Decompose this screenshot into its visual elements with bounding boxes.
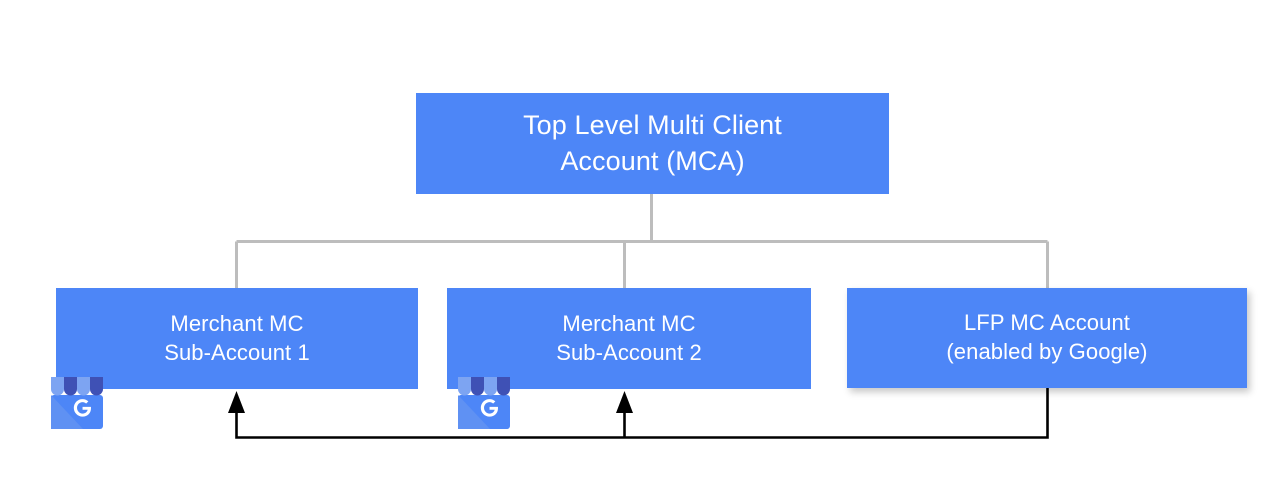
node-merchant-mc-sub-account-1-line1: Merchant MC (170, 310, 304, 336)
node-merchant-mc-sub-account-2[interactable]: Merchant MC Sub-Account 2 (447, 288, 811, 389)
node-top-level-mca-line1: Top Level Multi Client (523, 110, 782, 141)
node-lfp-mc-account-line2: (enabled by Google) (946, 339, 1148, 364)
hierarchy-edges (235, 194, 1049, 288)
node-merchant-mc-sub-account-2-line2: Sub-Account 2 (556, 339, 702, 365)
node-lfp-mc-account-line1: LFP MC Account (963, 310, 1131, 336)
arrowhead-sub1 (228, 391, 245, 413)
google-g-glyph (73, 399, 91, 417)
google-business-profile-icon (51, 377, 103, 429)
node-top-level-mca-line2: Account (MCA) (560, 145, 745, 176)
node-lfp-mc-account[interactable]: LFP MC Account (enabled by Google) (847, 288, 1247, 388)
node-merchant-mc-sub-account-1[interactable]: Merchant MC Sub-Account 1 (56, 288, 418, 389)
arrowhead-sub2 (616, 391, 633, 413)
google-business-profile-icon (458, 377, 510, 429)
edge-lfp-to-sub1 (235, 388, 1049, 439)
node-merchant-mc-sub-account-2-line1: Merchant MC (562, 310, 696, 336)
node-merchant-mc-sub-account-1-line2: Sub-Account 1 (164, 339, 310, 365)
feedback-edges (228, 388, 1049, 439)
node-top-level-mca[interactable]: Top Level Multi Client Account (MCA) (416, 93, 889, 194)
